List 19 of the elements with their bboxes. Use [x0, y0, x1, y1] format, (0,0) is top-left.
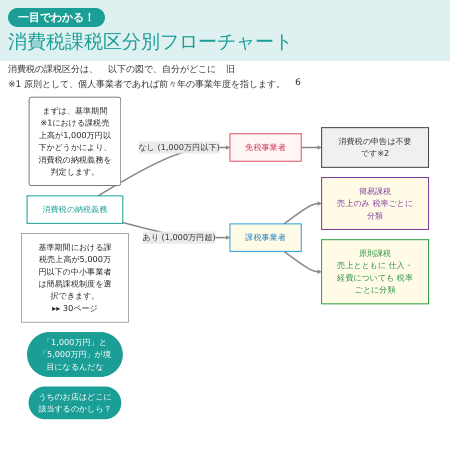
- heading-badge: 一目でわかる！: [8, 8, 105, 27]
- note-text: 旧: [226, 64, 235, 76]
- node-box: 簡易課税 売上のみ 税率ごとに分類: [321, 177, 430, 230]
- note-text: 消費税の課税区分は、: [8, 64, 98, 76]
- node-box: 免税事業者: [229, 133, 302, 162]
- note-text: ※1 原則として、個人事業者であれば前々年の事業年度を指します。: [8, 78, 286, 91]
- note-text: 6: [295, 78, 301, 90]
- note-text: 以下の図で、自分がどこに: [108, 64, 216, 76]
- node-box: 消費税の納税義務: [26, 195, 124, 224]
- arrow: [301, 145, 322, 150]
- node-box: 消費税の申告は不要です※2: [321, 127, 430, 168]
- edge-label: あり (1,000万円超): [142, 232, 216, 242]
- arrow: [284, 250, 322, 274]
- title: 消費税課税区分別フローチャート: [8, 30, 294, 55]
- arrow: [284, 201, 322, 224]
- node-box: 基準期間における課税売上高が5,000万円以下の中小事業者は簡易課税制度を選択できます。 ▸▸ 30ページ: [21, 233, 129, 322]
- edge-label: なし (1,000万円以下): [138, 142, 220, 152]
- node-box: 原則課税 売上とともに 仕入・経費についても 税率ごとに分類: [321, 239, 430, 304]
- node-box: 課税事業者: [229, 223, 302, 252]
